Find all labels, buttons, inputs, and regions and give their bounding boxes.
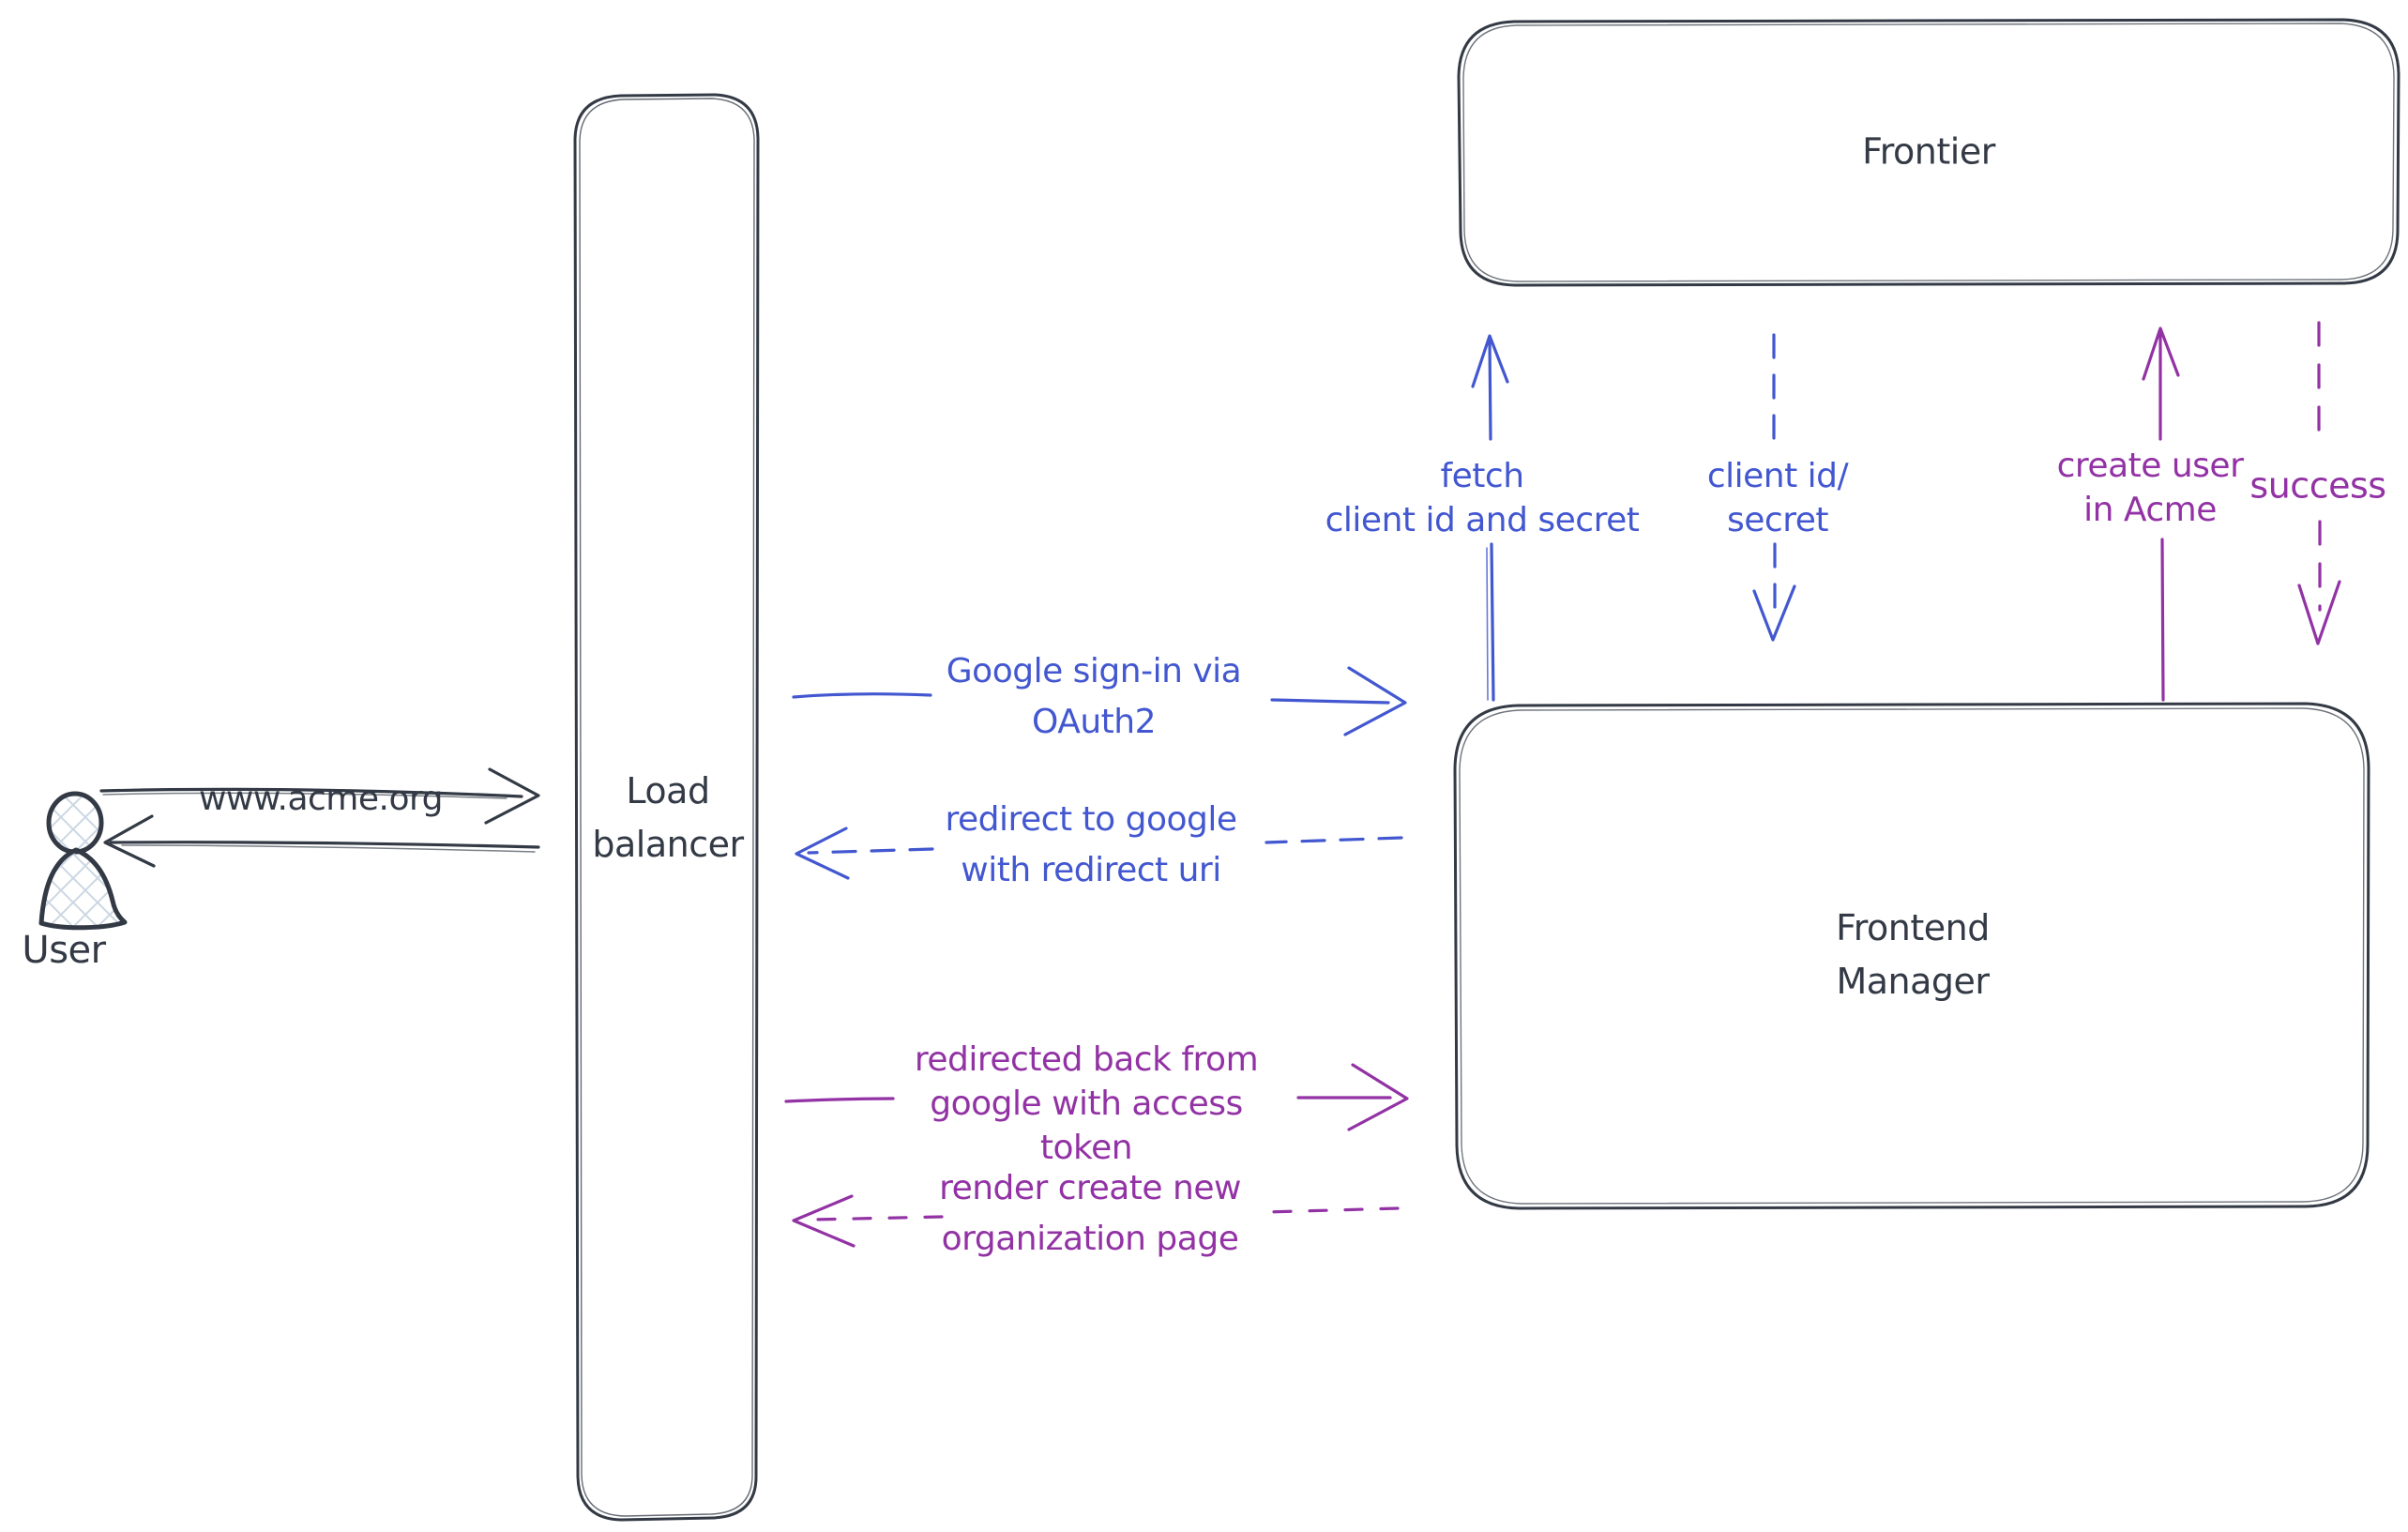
arrow-redirected-back: [784, 1063, 1409, 1131]
arrow-client-id-secret: [1752, 333, 1796, 642]
arrow-fetch-secret: [1471, 334, 1509, 702]
google-signin-label: Google sign-in via OAuth2: [946, 652, 1242, 741]
user-figure: [38, 791, 128, 931]
frontier-box: [1457, 18, 2400, 287]
arrow-render-page: [792, 1194, 1400, 1248]
load-balancer-label: Load balancer: [592, 770, 744, 865]
client-id-secret-label: client id/ secret: [1706, 457, 1849, 539]
create-user-label: create user in Acme: [2056, 447, 2244, 529]
arrow-return-user: [103, 814, 540, 868]
load-balancer-box: [573, 93, 760, 1522]
user-label: User: [22, 929, 106, 972]
render-page-label: render create new organization page: [939, 1169, 1241, 1258]
arrow-redirect-google: [795, 827, 1403, 880]
success-label: success: [2249, 464, 2386, 507]
arrow-www-acme: [99, 767, 540, 825]
redirected-back-label: redirected back from google with access …: [914, 1039, 1259, 1167]
www-acme-label: www.acme.org: [198, 780, 444, 818]
arrow-create-user: [2142, 326, 2180, 702]
frontend-manager-box: [1453, 702, 2370, 1210]
arrow-google-signin: [792, 666, 1407, 736]
redirect-google-label: redirect to google with redirect uri: [945, 800, 1237, 889]
fetch-secret-label: fetch client id and secret: [1325, 457, 1640, 539]
frontier-label: Frontier: [1862, 130, 1995, 173]
arrow-success: [2297, 321, 2341, 645]
frontend-manager-label: Frontend Manager: [1836, 907, 1990, 1002]
